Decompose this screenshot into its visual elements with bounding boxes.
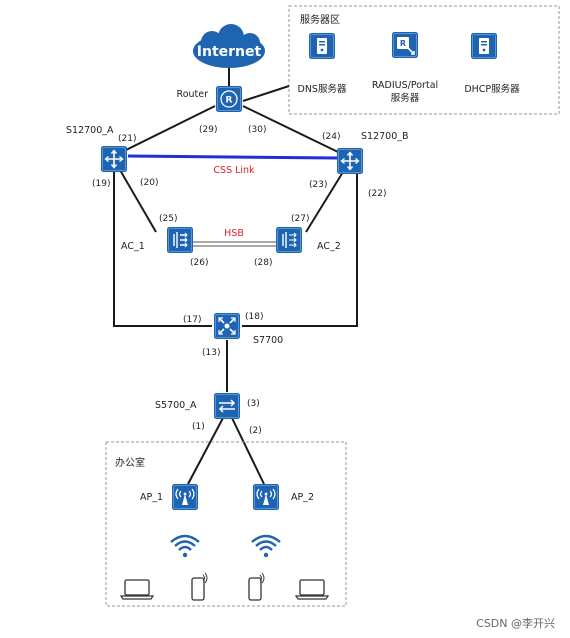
s12700a-label: S12700_A xyxy=(66,125,114,136)
css-link xyxy=(127,154,338,160)
link-s5700a-ap1 xyxy=(187,417,224,485)
radius-server-label-line2: 服务器 xyxy=(391,92,420,104)
s5700a-label: S5700_A xyxy=(155,400,197,411)
link-router-s12700b xyxy=(242,105,339,153)
phone-icon xyxy=(248,572,265,601)
phone-icon xyxy=(191,572,208,601)
ac1-controller-icon xyxy=(166,226,194,254)
office-title: 办公室 xyxy=(115,456,145,469)
port-label: (13) xyxy=(202,348,220,358)
s5700a-switch-icon xyxy=(213,392,241,420)
port-label: (27) xyxy=(291,214,309,224)
router-label: Router xyxy=(177,89,209,100)
port-label: (18) xyxy=(245,312,263,322)
office-zone-box xyxy=(105,441,347,607)
port-label: (19) xyxy=(92,179,110,189)
wifi-signal-icon xyxy=(251,534,281,558)
ac2-controller-icon xyxy=(275,226,303,254)
laptop-icon xyxy=(119,579,155,600)
port-label: (28) xyxy=(254,258,272,268)
radius-server-icon: R xyxy=(391,31,419,59)
dns-server-icon xyxy=(308,32,336,60)
s7700-switch-icon xyxy=(213,312,241,340)
ap2-access-point-icon xyxy=(252,483,280,511)
link-router-s12700a xyxy=(121,105,216,153)
port-label: (23) xyxy=(309,180,327,190)
port-label: (29) xyxy=(199,125,217,135)
s12700b-switch-icon xyxy=(336,147,364,175)
port-label: (2) xyxy=(249,426,262,436)
port-label: (26) xyxy=(190,258,208,268)
s12700a-switch-icon xyxy=(100,145,128,173)
ap1-access-point-icon xyxy=(171,483,199,511)
port-label: (1) xyxy=(192,422,205,432)
watermark: CSDN @李开兴 xyxy=(476,616,555,630)
server-zone-box xyxy=(288,5,560,115)
radius-server-label-line1: RADIUS/Portal xyxy=(372,80,438,91)
ap1-label: AP_1 xyxy=(140,492,163,503)
internet-label: Internet xyxy=(197,44,262,60)
port-label: (22) xyxy=(368,189,386,199)
s12700b-label: S12700_B xyxy=(361,131,409,142)
hsb-label: HSB xyxy=(224,228,244,239)
port-label: (24) xyxy=(322,132,340,142)
link-s12700a-s7700 xyxy=(113,172,212,327)
port-label: (21) xyxy=(118,134,136,144)
dhcp-server-icon xyxy=(470,32,498,60)
ac2-label: AC_2 xyxy=(317,241,341,252)
port-label: (3) xyxy=(247,399,260,409)
dns-server-label: DNS服务器 xyxy=(298,83,347,95)
css-link-label: CSS Link xyxy=(213,165,255,176)
dhcp-server-label: DHCP服务器 xyxy=(464,83,520,95)
ap2-label: AP_2 xyxy=(291,492,314,503)
link-s12700b-ac2 xyxy=(305,171,344,233)
laptop-icon xyxy=(294,579,330,600)
internet-cloud-icon xyxy=(193,24,265,68)
router-icon: R xyxy=(215,85,243,113)
link-s5700a-ap2 xyxy=(231,417,265,485)
ac1-label: AC_1 xyxy=(121,241,145,252)
wifi-signal-icon xyxy=(170,534,200,558)
port-label: (25) xyxy=(159,214,177,224)
port-label: (17) xyxy=(183,315,201,325)
svg-text:R: R xyxy=(400,39,406,48)
link-router-server-zone xyxy=(242,85,290,102)
server-zone-title: 服务器区 xyxy=(300,13,340,26)
port-label: (20) xyxy=(140,178,158,188)
svg-text:R: R xyxy=(226,96,233,106)
s7700-label: S7700 xyxy=(253,335,283,346)
port-label: (30) xyxy=(248,125,266,135)
link-s12700b-s7700 xyxy=(242,174,358,327)
link-s12700a-ac1 xyxy=(119,169,157,233)
